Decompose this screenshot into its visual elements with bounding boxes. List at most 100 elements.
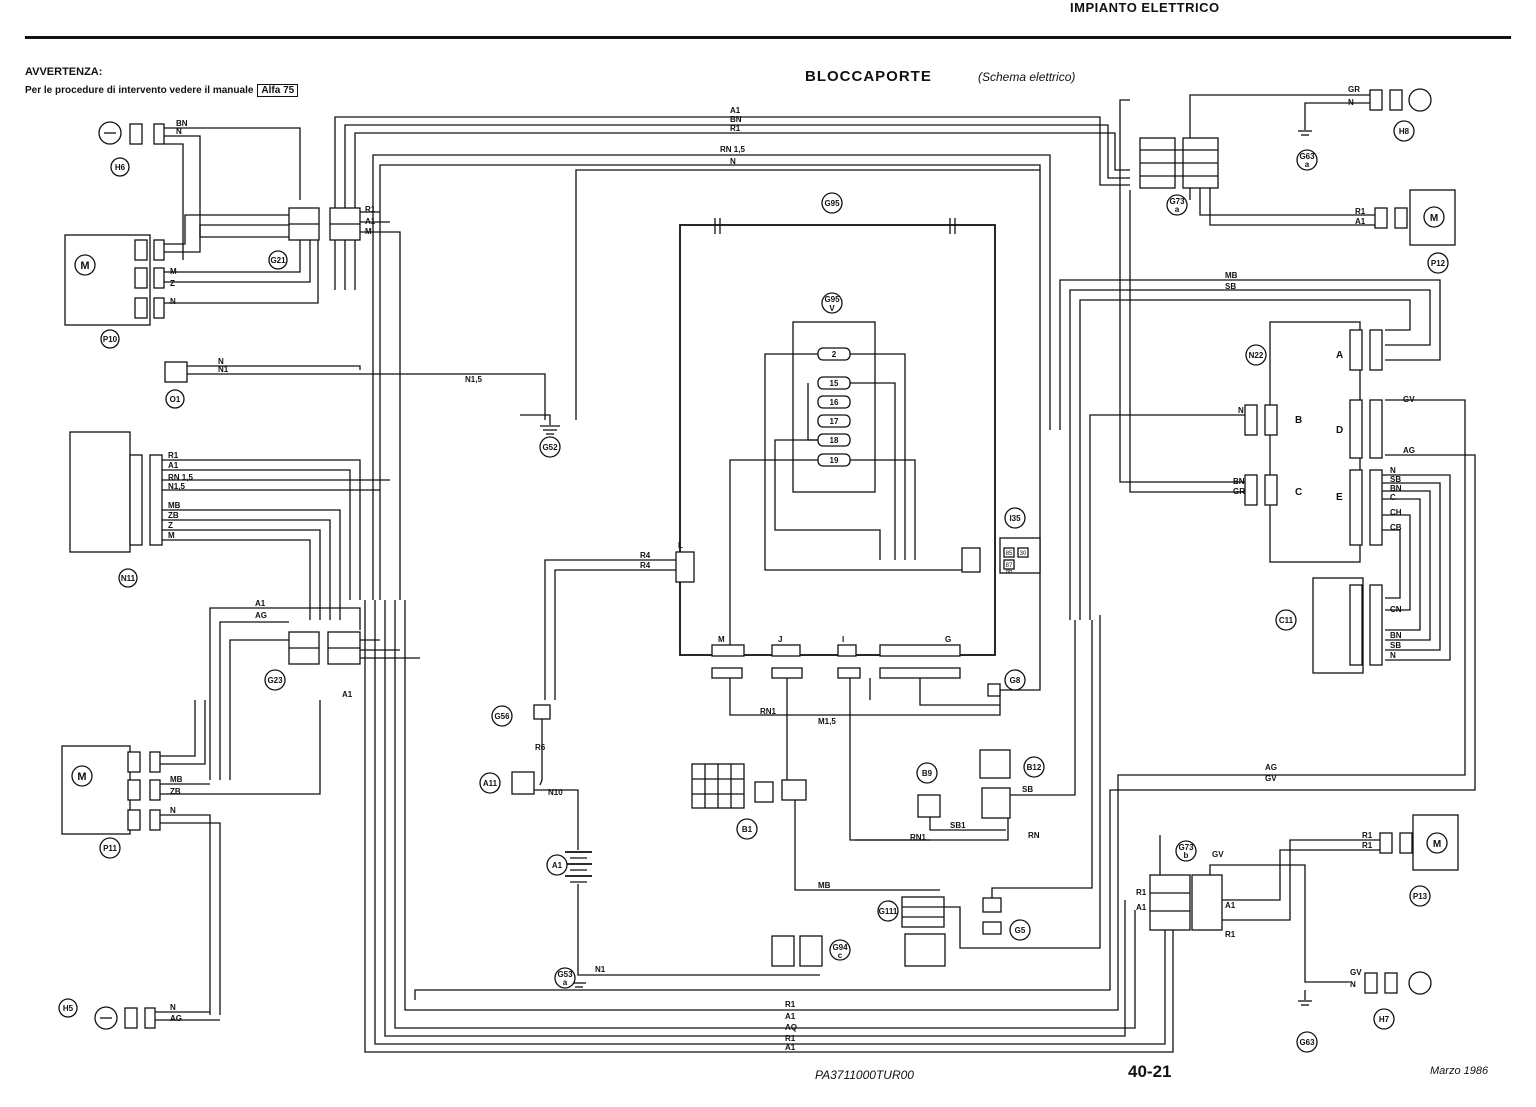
wire-label-h7-gv: GV [1350,968,1362,977]
p10-motor-symbol: M [80,260,89,272]
wire-label-gv-right: GV [1265,774,1277,783]
wire-label-g23-ag: AG [255,611,267,620]
lower-center-connectors: G111 G5 G94 c [771,615,1101,967]
wire-label-g73b-r1-left: R1 [1136,888,1147,897]
wire-label-rn15-top: RN 1,5 [720,145,745,154]
label-a1: A1 [552,861,563,870]
wire-label-p11-zb: ZB [170,787,181,796]
wire-label-bn-top: BN [730,115,742,124]
wire-label-h8-gr: GR [1348,85,1360,94]
fuse-19: 19 [830,456,839,465]
wire-label-p13-r1: R1 [1362,831,1373,840]
connector-j-label: J [778,635,782,644]
label-g73a: G73 [1169,197,1185,206]
wire-label-p12-a1: A1 [1355,217,1366,226]
label-h6: H6 [115,163,126,172]
i35-relay: 85 87 30 86 I35 [961,507,1041,575]
wire-label-g23-a1: A1 [255,599,266,608]
fuse-16: 16 [830,398,839,407]
n22-connector-d: D [1336,425,1343,436]
wire-label-n11-rn15: RN 1,5 [168,473,193,482]
label-p10: P10 [103,335,118,344]
p10-actuator: M P10 M Z N [64,214,319,349]
n22-module: MB SB N22 A B C D E BN GR N N SB BN C [1059,99,1451,661]
wire-label-h8-n: N [1348,98,1354,107]
h5-lamp: H5 N AG [58,998,220,1030]
drawing-code: PA3711000TUR00 [815,1068,914,1082]
n22-connector-b: B [1295,415,1302,426]
wire-label-g23-a1-b: A1 [342,690,353,699]
label-h8: H8 [1399,127,1410,136]
wire-label-n-top: N [730,157,736,166]
wire-label-n11-r1: R1 [168,451,179,460]
wire-label-g21-m: M [365,227,372,236]
fuse-17: 17 [830,417,839,426]
central-connectors: M J I G L R4 R4 RN1 M1,5 [544,541,1001,841]
wire-label-e-n: N [1390,466,1396,475]
wire-label-n11-mb: MB [168,501,181,510]
fuse-2: 2 [832,350,837,359]
b1-switch: B1 MB [691,763,940,891]
n11-module: N11 R1 A1 RN 1,5 N1,5 MB ZB Z M [69,431,390,620]
connector-m-label: M [718,635,725,644]
label-g56: G56 [494,712,510,721]
wire-label-p10-n: N [170,297,176,306]
wire-label-r4-a: R4 [640,551,651,560]
label-p11: P11 [103,844,117,853]
label-p13: P13 [1413,892,1428,901]
label-b1: B1 [742,825,753,834]
label-g94-sub: c [838,951,843,960]
p13-motor-symbol: M [1433,839,1441,850]
relay-pin-85: 85 [1006,551,1013,557]
header-rule [25,36,1511,39]
label-n22: N22 [1249,351,1264,360]
p12-motor-symbol: M [1430,213,1438,224]
top-harness-labels: A1 BN R1 RN 1,5 N [720,106,745,166]
relay-pin-30: 30 [1020,551,1027,557]
wire-label-n1-g53: N1 [595,965,606,974]
wire-label-e-bn: BN [1390,484,1402,493]
wire-label-n11-a1: A1 [168,461,179,470]
wire-label-c-gr: GR [1233,487,1245,496]
wire-label-e-sb: SB [1390,475,1401,484]
wire-label-o1-n1: N1 [218,365,229,374]
wire-label-h5-n: N [170,1003,176,1012]
wire-label-d-gv: GV [1403,395,1415,404]
p11-motor-symbol: M [77,771,86,783]
wire-label-c11-sb: SB [1390,641,1401,650]
wire-label-g73b-a1-left: A1 [1136,903,1147,912]
wire-label-h6-bn: BN [176,119,188,128]
o1-component: O1 N N1 N1,5 [164,357,546,420]
wire-label-c11-cn: CN [1390,605,1402,614]
wire-label-r4-b: R4 [640,561,651,570]
label-g53-sub: a [563,978,568,987]
label-g73a-sub: a [1175,205,1180,214]
page-number: 40-21 [1128,1062,1172,1081]
wire-label-g73b-gv: GV [1212,850,1224,859]
wire-label-a1-top: A1 [730,106,741,115]
wire-label-r1-top: R1 [730,124,741,133]
wire-label-n22-sb: SB [1225,282,1236,291]
label-g53: G53 [557,970,573,979]
label-b12: B12 [1027,763,1042,772]
label-p12: P12 [1431,259,1446,268]
wire-label-h5-ag: AG [170,1014,182,1023]
label-a11: A11 [483,779,498,788]
wire-label-ag-right: AG [1265,763,1277,772]
diagram-title: BLOCCAPORTE [805,68,932,85]
relay-pin-87: 87 [1006,563,1013,569]
wire-label-e-c: C [1390,493,1396,502]
n22-connector-c: C [1295,487,1302,498]
wire-label-r6: R6 [535,743,546,752]
label-n11: N11 [121,574,136,583]
bottom-harness [364,399,1476,1053]
label-o1: O1 [170,395,181,404]
label-g94: G94 [832,943,848,952]
g23-connector: G23 A1 AG A1 [209,599,420,780]
right-top-components: H8 G63 a G73 a M P12 GR N R1 A1 [1139,85,1456,274]
wire-label-c11-n: N [1390,651,1396,660]
warning-text: Per le procedure di intervento vedere il… [25,85,254,96]
wire-label-rn1-center: RN1 [760,707,777,716]
n22-connector-e: E [1336,492,1343,503]
wire-label-p11-mb: MB [170,775,183,784]
